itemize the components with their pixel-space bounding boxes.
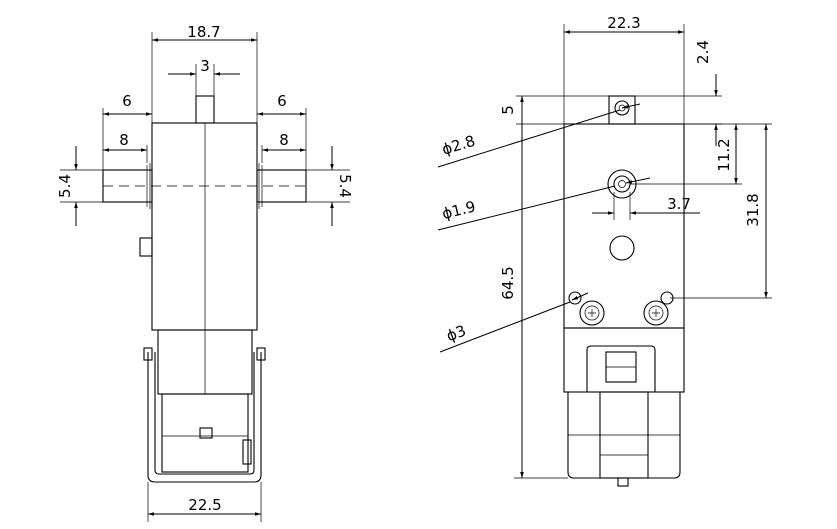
- label-height-to-screws: 31.8: [744, 193, 762, 226]
- leader-hole-large: ϕ2.8: [437, 103, 641, 168]
- label-top-offset: 2.4: [694, 40, 712, 64]
- label-hole-large: ϕ2.8: [440, 132, 478, 159]
- dim-shaft-flat: 3.7: [592, 192, 700, 220]
- label-bracket-width: 22.5: [188, 496, 221, 514]
- label-right-shaft-dia: 5.4: [336, 174, 354, 198]
- dim-top-width: 22.3: [563, 14, 685, 124]
- dim-total-height: 64.5: [499, 96, 568, 479]
- motor-bracket-front: [563, 327, 685, 487]
- motor-bracket-side: [143, 329, 266, 483]
- label-screw-hole: ϕ3: [444, 321, 469, 345]
- dim-left-shaft-dia: 5.4: [56, 146, 103, 226]
- label-right-offset: 9: [277, 91, 287, 109]
- leader-screw-hole: ϕ3: [439, 292, 589, 353]
- dim-overall-width: 18.7: [151, 23, 258, 123]
- dim-bracket-width: 22.5: [147, 482, 262, 522]
- leader-hole-small: ϕ1.9: [437, 177, 651, 231]
- label-left-shaft-len: 8: [119, 131, 129, 149]
- dim-right-offset: 9: [257, 91, 307, 170]
- label-overall-width: 18.7: [187, 23, 220, 41]
- label-hole-spacing: 11.2: [715, 138, 733, 171]
- dim-top-offset: 2.4: [635, 40, 722, 146]
- label-hole-small: ϕ1.9: [440, 197, 477, 223]
- label-right-shaft-len: 8: [279, 131, 289, 149]
- label-top-width: 22.3: [607, 14, 640, 32]
- dim-tab-height: 5: [499, 95, 609, 125]
- label-shaft-width: 3: [200, 57, 210, 75]
- label-left-shaft-dia: 5.4: [56, 174, 74, 198]
- label-total-height: 64.5: [499, 266, 517, 299]
- dim-height-to-screws: 31.8: [670, 123, 772, 299]
- label-shaft-flat: 3.7: [667, 195, 691, 213]
- gearbox-body-front: [563, 95, 685, 329]
- dim-left-shaft-len: 8: [103, 131, 148, 163]
- dim-hole-spacing: 11.2: [630, 124, 742, 185]
- label-tab-height: 5: [499, 105, 517, 115]
- dim-right-shaft-dia: 5.4: [306, 146, 354, 226]
- dim-shaft-width: 3: [168, 57, 240, 96]
- gearbox-body-side: [102, 95, 307, 331]
- dim-right-shaft-len: 8: [261, 131, 306, 163]
- dim-left-offset: 9: [102, 91, 152, 170]
- side-view: 18.7 3 9 8 9: [56, 23, 354, 522]
- front-view: 22.3 2.4 5 64.5 11.2: [437, 14, 772, 487]
- label-left-offset: 9: [122, 91, 132, 109]
